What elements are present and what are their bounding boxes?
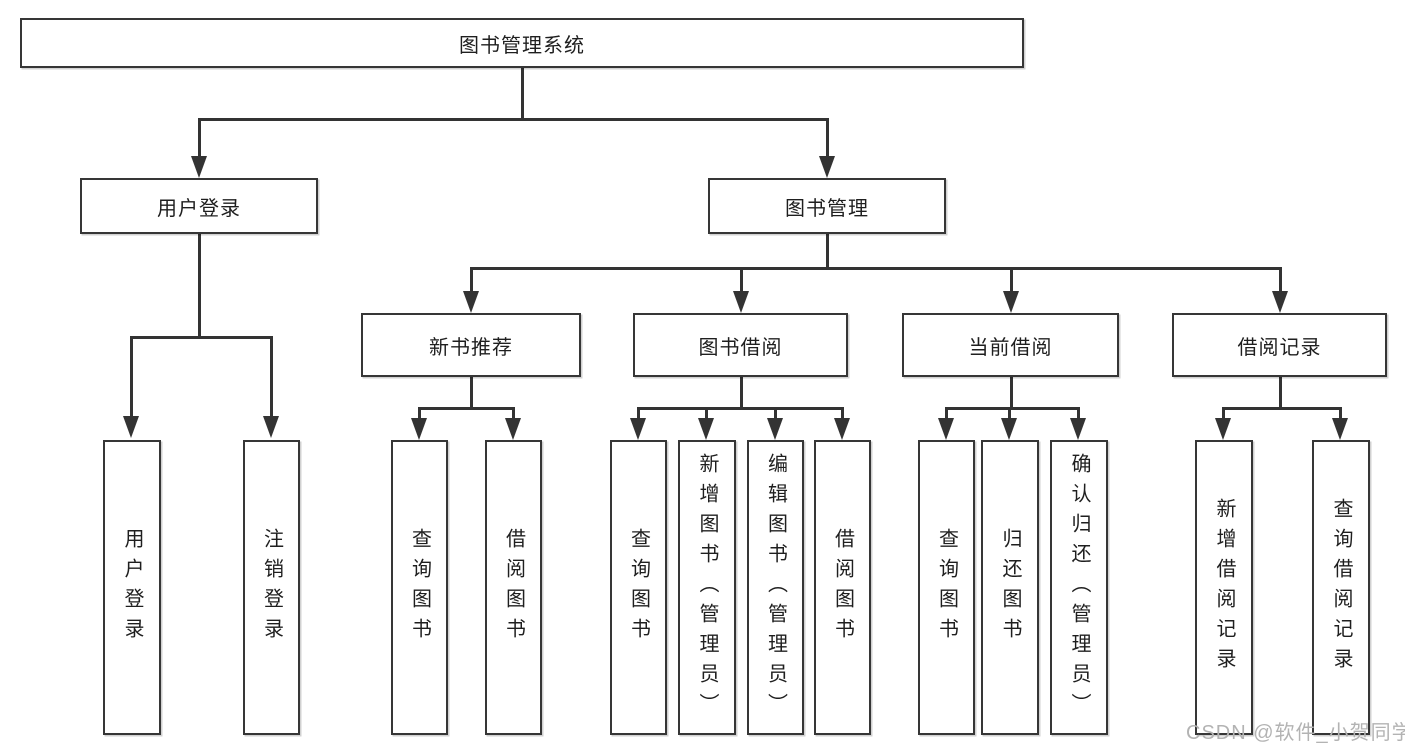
arrow-down-icon [123, 416, 139, 438]
connector-line [512, 407, 515, 419]
connector-line [470, 377, 473, 409]
leaf-label: 用户登录 [121, 527, 143, 648]
connector-line [774, 407, 777, 419]
arrow-down-icon [834, 418, 850, 440]
connector-line [1279, 267, 1282, 293]
arrow-down-icon [733, 291, 749, 313]
arrow-down-icon [1001, 418, 1017, 440]
connector-line [826, 234, 829, 269]
arrow-down-icon [767, 418, 783, 440]
connector-line [1222, 407, 1341, 410]
connector-line [470, 267, 473, 293]
connector-line [637, 407, 640, 419]
leaf-add-books-admin: 新增图书（管理员） [678, 440, 736, 735]
leaf-edit-books-admin: 编辑图书（管理员） [747, 440, 804, 735]
node-book-management: 图书管理 [708, 178, 946, 234]
arrow-down-icon [938, 418, 954, 440]
leaf-label: 借阅图书 [502, 527, 525, 648]
arrow-down-icon [1215, 418, 1231, 440]
connector-line [740, 377, 743, 409]
leaf-confirm-return-admin: 确认归还（管理员） [1050, 440, 1108, 735]
arrow-down-icon [505, 418, 521, 440]
leaf-user-login: 用户登录 [103, 440, 161, 735]
arrow-down-icon [1070, 418, 1086, 440]
arrow-down-icon [1332, 418, 1348, 440]
connector-line [130, 336, 133, 416]
connector-line [1077, 407, 1080, 419]
connector-line [637, 407, 844, 410]
connector-line [418, 407, 421, 419]
leaf-query-books-recommend: 查询图书 [391, 440, 448, 735]
arrow-down-icon [411, 418, 427, 440]
connector-line [945, 407, 1079, 410]
node-root: 图书管理系统 [20, 18, 1024, 68]
leaf-label: 归还图书 [999, 527, 1021, 648]
leaf-query-borrow-record: 查询借阅记录 [1312, 440, 1370, 735]
connector-line [198, 118, 201, 158]
leaf-label: 确认归还（管理员） [1068, 452, 1090, 723]
node-user-login: 用户登录 [80, 178, 318, 234]
leaf-label: 查询图书 [627, 527, 650, 648]
leaf-label: 新增借阅记录 [1213, 497, 1235, 678]
leaf-query-books-current: 查询图书 [918, 440, 975, 735]
arrow-down-icon [1003, 291, 1019, 313]
connector-line [945, 407, 948, 419]
arrow-down-icon [1272, 291, 1288, 313]
arrow-down-icon [191, 156, 207, 178]
leaf-label: 编辑图书（管理员） [764, 452, 787, 723]
leaf-add-borrow-record: 新增借阅记录 [1195, 440, 1253, 735]
node-new-book-recommend: 新书推荐 [361, 313, 581, 377]
arrow-down-icon [698, 418, 714, 440]
arrow-down-icon [463, 291, 479, 313]
arrow-down-icon [263, 416, 279, 438]
leaf-label: 查询图书 [408, 527, 431, 648]
csdn-watermark: CSDN @软件_小贺同学 [1186, 722, 1405, 744]
node-book-borrow: 图书借阅 [633, 313, 848, 377]
connector-line [1010, 267, 1013, 293]
node-borrow-record: 借阅记录 [1172, 313, 1387, 377]
node-current-borrow: 当前借阅 [902, 313, 1119, 377]
connector-line [198, 118, 829, 121]
connector-line [841, 407, 844, 419]
connector-line [270, 336, 273, 416]
leaf-label: 查询借阅记录 [1330, 497, 1352, 678]
connector-line [198, 234, 201, 338]
connector-line [826, 118, 829, 158]
leaf-label: 查询图书 [935, 527, 958, 648]
connector-line [418, 407, 515, 410]
leaf-label: 新增图书（管理员） [696, 452, 718, 723]
arrow-down-icon [630, 418, 646, 440]
leaf-borrow-books: 借阅图书 [814, 440, 871, 735]
connector-line [705, 407, 708, 419]
connector-line [470, 267, 1281, 270]
connector-line [1279, 377, 1282, 409]
leaf-label: 注销登录 [260, 527, 283, 648]
leaf-return-books: 归还图书 [981, 440, 1039, 735]
connector-line [1339, 407, 1342, 419]
connector-line [740, 267, 743, 293]
connector-line [130, 336, 273, 339]
leaf-borrow-books-recommend: 借阅图书 [485, 440, 542, 735]
arrow-down-icon [819, 156, 835, 178]
connector-line [1008, 407, 1011, 419]
connector-line [1010, 377, 1013, 409]
connector-line [521, 68, 524, 120]
leaf-logout: 注销登录 [243, 440, 300, 735]
connector-line [1222, 407, 1225, 419]
leaf-query-books-borrow: 查询图书 [610, 440, 667, 735]
leaf-label: 借阅图书 [831, 527, 854, 648]
